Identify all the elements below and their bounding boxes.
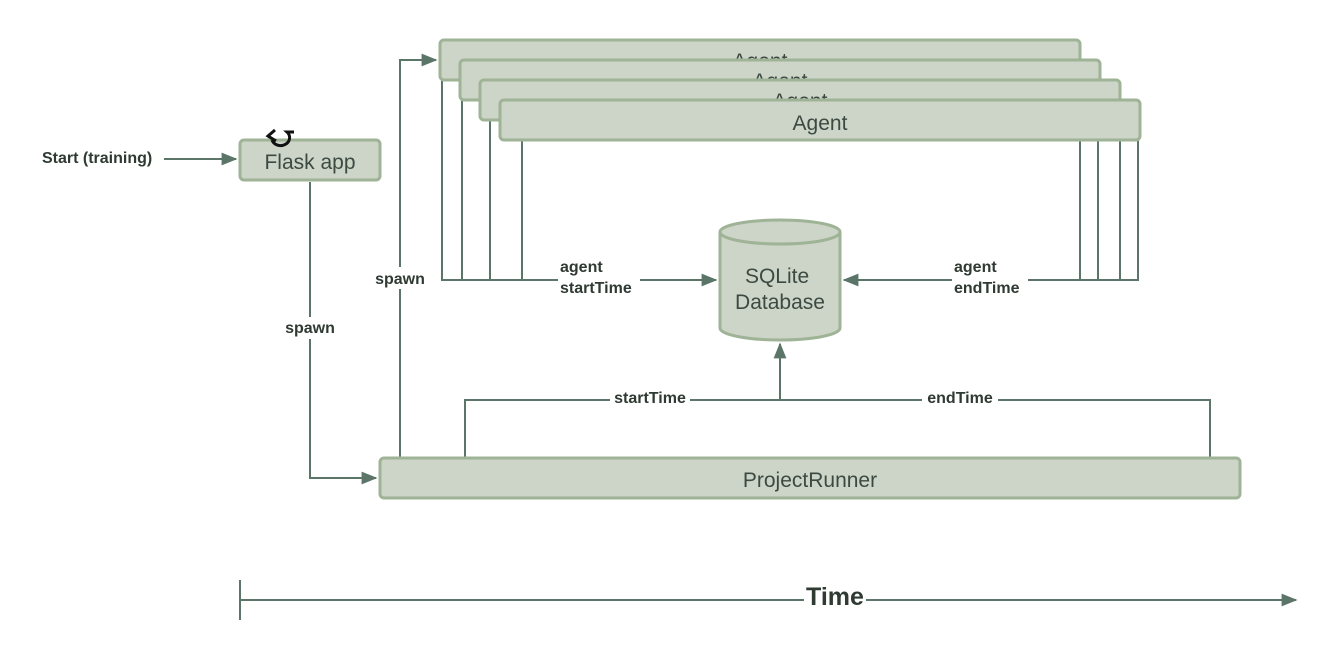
flask-app-label: Flask app: [264, 151, 355, 174]
runner-to-agent-connector: [399, 53, 438, 457]
time-label: Time: [806, 583, 864, 611]
spawn-flask-label: spawn: [285, 320, 335, 337]
project-runner-box: [378, 456, 1242, 500]
runner-start-label: startTime: [614, 390, 686, 407]
runner-end-label: endTime: [927, 390, 993, 407]
runner-times-connector: [464, 399, 1211, 457]
agent-end-label: agent endTime: [954, 259, 1020, 297]
start-label: Start (training): [42, 150, 152, 167]
flask-app-box: [238, 138, 382, 182]
sqlite-database: [718, 218, 842, 342]
spawn-runner-label: spawn: [375, 271, 425, 288]
agent-start-label: agent startTime: [560, 259, 632, 297]
loop-icon: [265, 128, 294, 148]
project-runner-label: ProjectRunner: [743, 469, 877, 492]
agent-box-4: [498, 98, 1142, 142]
agent-label-4: Agent: [793, 112, 848, 135]
agent-start-lines: [441, 80, 560, 281]
database-label: SQLite Database: [735, 265, 825, 314]
agent-stack: Agent Agent Agent Agent: [438, 38, 1142, 142]
flask-to-runner-connector: [309, 182, 378, 485]
